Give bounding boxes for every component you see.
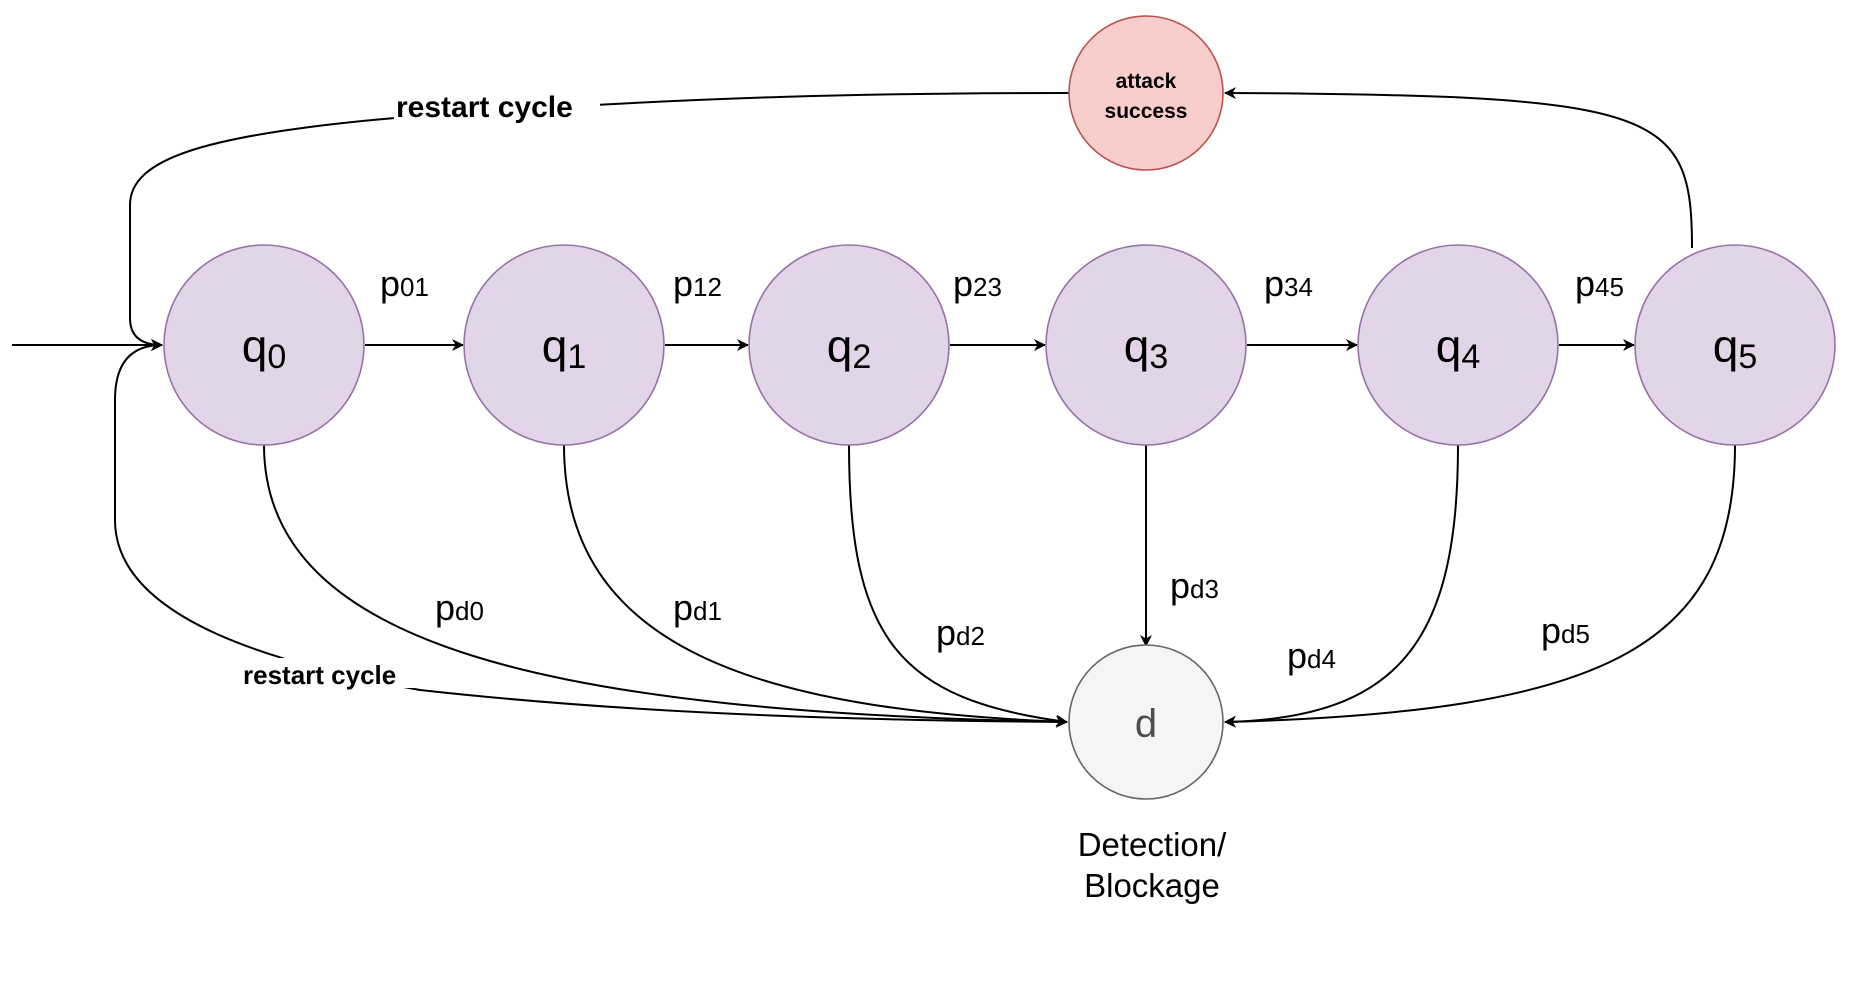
edge-label-sub: d2 xyxy=(956,621,985,651)
state-q2[interactable]: q2 xyxy=(748,244,950,446)
edge-label-sub: d4 xyxy=(1307,644,1336,674)
state-label-sub: 2 xyxy=(852,338,871,376)
edge-label-sub: 45 xyxy=(1595,272,1624,302)
state-q4[interactable]: q4 xyxy=(1357,244,1559,446)
edge-q4-d xyxy=(1224,444,1459,728)
detection-caption-line2: Blockage xyxy=(1084,867,1220,904)
state-q1[interactable]: q1 xyxy=(463,244,665,446)
edge-label-p34: p34 xyxy=(1264,263,1313,304)
edge-q5-d xyxy=(1224,444,1736,728)
edge-label-pd5: pd5 xyxy=(1541,610,1590,651)
edge-label-sub: 01 xyxy=(400,272,429,302)
edge-label-p12: p12 xyxy=(673,263,722,304)
svg-text:q3: q3 xyxy=(1124,320,1169,376)
edge-label-sub: 23 xyxy=(973,272,1002,302)
detection-node-label: d xyxy=(1135,702,1157,746)
edge-label-base: p xyxy=(1287,635,1307,676)
edge-q1-d xyxy=(563,444,1068,728)
state-label-base: q xyxy=(542,320,568,372)
restart-cycle-bottom-label: restart cycle xyxy=(243,660,396,690)
state-label-sub: 1 xyxy=(567,338,586,376)
edge-label-p23: p23 xyxy=(953,263,1002,304)
edge-label-sub: d3 xyxy=(1190,574,1219,604)
state-label-sub: 0 xyxy=(267,338,286,376)
edge-label-p45: p45 xyxy=(1575,263,1624,304)
svg-text:q0: q0 xyxy=(242,320,287,376)
detection-node[interactable]: d xyxy=(1068,644,1224,800)
edge-label-pd3: pd3 xyxy=(1170,565,1219,606)
edge-label-pd2: pd2 xyxy=(936,612,985,653)
state-label-base: q xyxy=(1436,320,1462,372)
edge-label-sub: d0 xyxy=(455,596,484,626)
state-label-sub: 4 xyxy=(1461,338,1480,376)
edge-label-sub: d5 xyxy=(1561,619,1590,649)
attack-success-node[interactable]: attack success xyxy=(1068,15,1224,171)
edge-label-base: p xyxy=(936,612,956,653)
svg-text:q2: q2 xyxy=(827,320,872,376)
edge-label-sub: 12 xyxy=(693,272,722,302)
state-label-base: q xyxy=(1124,320,1150,372)
state-label-sub: 5 xyxy=(1738,338,1757,376)
attack-success-line2: success xyxy=(1105,100,1188,123)
edge-label-base: p xyxy=(953,263,973,304)
state-label-base: q xyxy=(1713,320,1739,372)
attack-success-line1: attack xyxy=(1116,70,1177,93)
edge-label-pd1: pd1 xyxy=(673,587,722,628)
edge-label-base: p xyxy=(380,263,400,304)
edge-label-base: p xyxy=(1170,565,1190,606)
detection-caption-line1: Detection/ xyxy=(1078,826,1227,863)
svg-text:q1: q1 xyxy=(542,320,587,376)
svg-text:q4: q4 xyxy=(1436,320,1481,376)
edge-label-p01: p01 xyxy=(380,263,429,304)
state-q3[interactable]: q3 xyxy=(1045,244,1247,446)
edge-label-sub: 34 xyxy=(1284,272,1313,302)
edge-label-pd0: pd0 xyxy=(435,587,484,628)
state-q5[interactable]: q5 xyxy=(1634,244,1836,446)
edge-label-base: p xyxy=(1264,263,1284,304)
edge-label-base: p xyxy=(673,587,693,628)
edge-label-base: p xyxy=(1541,610,1561,651)
restart-cycle-top-label: restart cycle xyxy=(396,91,573,124)
edge-label-sub: d1 xyxy=(693,596,722,626)
edge-q2-d xyxy=(848,444,1068,727)
state-label-base: q xyxy=(827,320,853,372)
state-q0[interactable]: q0 xyxy=(163,244,365,446)
svg-text:q5: q5 xyxy=(1713,320,1758,376)
edge-q0-d xyxy=(263,444,1068,728)
edge-label-base: p xyxy=(673,263,693,304)
edge-label-pd4: pd4 xyxy=(1287,635,1336,676)
state-label-sub: 3 xyxy=(1149,338,1168,376)
state-label-base: q xyxy=(242,320,268,372)
edge-restart-top xyxy=(129,92,1071,351)
edge-label-base: p xyxy=(435,587,455,628)
edge-label-base: p xyxy=(1575,263,1595,304)
edge-q5-success xyxy=(1224,87,1693,249)
